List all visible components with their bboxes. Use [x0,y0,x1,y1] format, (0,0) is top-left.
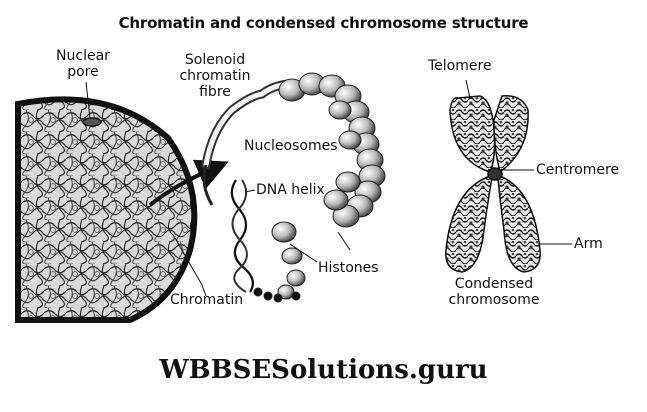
solenoid-fibre [201,79,293,206]
label-nuclear-pore: Nuclear pore [56,48,110,80]
label-nucleosomes: Nucleosomes [244,138,338,154]
label-arm: Arm [574,236,603,252]
chromatin-arrow [148,159,229,207]
diagram-title: Chromatin and condensed chromosome struc… [118,14,529,32]
watermark-text: WBBSESolutions.guru [159,355,488,385]
label-centromere: Centromere [536,162,620,178]
label-condensed-chromosome: Condensed chromosome [448,276,540,308]
label-solenoid-chromatin-fibre: Solenoid chromatin fibre [179,52,251,100]
label-chromatin: Chromatin [170,292,244,308]
label-telomere: Telomere [428,58,492,74]
label-histones: Histones [318,260,379,276]
nuclear-pore-shape [82,117,102,127]
label-dna-helix: DNA helix [256,182,325,198]
nucleosome-chain [278,72,386,228]
nucleus [15,96,198,323]
condensed-chromosome [445,95,541,273]
histone-beads [253,221,306,303]
dna-helix [230,179,255,293]
